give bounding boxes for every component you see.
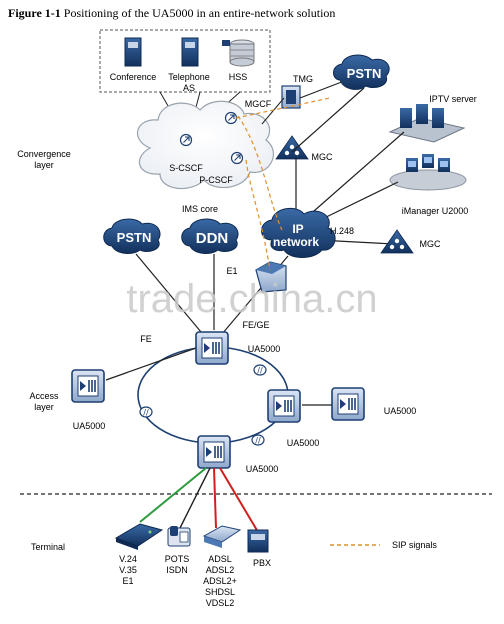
- dslam-label-vdsl2: VDSL2: [206, 598, 235, 608]
- ring-connector-right-bottom: //: [251, 434, 265, 446]
- pstn-top-cloud: [333, 54, 390, 90]
- sip-line-mgcf-ip: [237, 115, 283, 231]
- gateway-device-icon: [255, 261, 287, 293]
- mgc-upper-label: MGC: [312, 152, 333, 162]
- ims-core-label: IMS core: [182, 204, 218, 214]
- link-dslam: [213, 467, 217, 529]
- ims-core-cloud: [136, 100, 275, 190]
- ua5000-bottom-label: UA5000: [246, 464, 279, 474]
- ua5000-main-icon: [195, 331, 229, 365]
- svg-text://: //: [255, 436, 261, 445]
- ddn-label: DDN: [196, 230, 229, 247]
- link-ip-iptv: [305, 131, 405, 219]
- modem-label-v35: V.35: [119, 565, 137, 575]
- imanager-u2000-label: iManager U2000: [402, 206, 469, 216]
- dslam-label-adsl: ADSL: [208, 554, 232, 564]
- link-mgc-pstn: [291, 87, 365, 153]
- modem-label-e1: E1: [122, 576, 133, 586]
- dslam-label-shdsl: SHDSL: [205, 587, 235, 597]
- dslam-label-adsl2plus: ADSL2+: [203, 576, 237, 586]
- telephone-label: Telephone: [168, 72, 210, 82]
- ua5000-ring-right-icon: [267, 389, 301, 423]
- link-pstn-ua5000: [135, 253, 207, 339]
- fe-label: FE: [140, 334, 152, 344]
- ua5000-left-icon: [71, 369, 105, 403]
- mgcf-label: MGCF: [245, 99, 272, 109]
- terminal-label: Terminal: [31, 542, 65, 552]
- link-pbx: [219, 467, 259, 533]
- watermark: trade.china.cn: [126, 277, 377, 321]
- link-ua5000-left: [105, 347, 197, 381]
- modem-label-v24: V.24: [119, 554, 137, 564]
- figure-number: Figure 1-1: [8, 6, 61, 20]
- ua5000-ring-right-label: UA5000: [287, 438, 320, 448]
- e1-label: E1: [226, 266, 237, 276]
- ring-connector-left: //: [139, 406, 153, 418]
- conference-server-icon: [124, 37, 142, 67]
- imanager-u2000-icon: [389, 154, 467, 191]
- convergence-layer-label-line2: layer: [34, 160, 54, 170]
- access-layer-label-line2: layer: [34, 402, 54, 412]
- figure-title: Figure 1-1 Positioning of the UA5000 in …: [8, 6, 335, 21]
- link-mgcf-tmg: [261, 97, 285, 125]
- link-modem: [139, 467, 207, 523]
- ua5000-bottom-icon: [197, 435, 231, 469]
- convergence-layer-label-line1: Convergence: [17, 149, 71, 159]
- phone-icon: [167, 526, 191, 547]
- mgc-upper-icon: [275, 135, 309, 160]
- ring-connector-right-top: //: [253, 364, 267, 376]
- ip-network-label-line2: network: [273, 235, 319, 249]
- telephone-as-server-icon: [181, 37, 199, 67]
- iptv-server-label: IPTV server: [429, 94, 477, 104]
- p-cscf-label: P-CSCF: [199, 175, 233, 185]
- ua5000-far-right-icon: [331, 387, 365, 421]
- ip-network-label-line1: IP: [292, 222, 303, 236]
- ua5000-main-label: UA5000: [248, 344, 281, 354]
- pbx-label: PBX: [253, 558, 271, 568]
- link-phone: [179, 467, 211, 529]
- dslam-terminal-icon: [202, 525, 242, 548]
- access-layer-label-line1: Access: [29, 391, 59, 401]
- phone-label-isdn: ISDN: [166, 565, 188, 575]
- modem-icon: [114, 523, 164, 550]
- mgcf-icon: [224, 111, 238, 125]
- pbx-icon: [247, 529, 269, 553]
- s-cscf-icon: [179, 133, 193, 147]
- pstn-lower-cloud: [103, 218, 161, 254]
- svg-text://: //: [143, 408, 149, 417]
- pstn-top-label: PSTN: [347, 66, 382, 81]
- sip-line-mgcf-mgc: [235, 97, 331, 119]
- figure-caption: Positioning of the UA5000 in an entire-n…: [63, 6, 336, 20]
- mgc-lower-icon: [380, 229, 414, 254]
- legend-sip-label: SIP signals: [392, 540, 437, 550]
- ip-network-cloud: [261, 207, 336, 258]
- phone-label-pots: POTS: [165, 554, 190, 564]
- ua5000-far-right-label: UA5000: [384, 406, 417, 416]
- fe-ge-label: FE/GE: [242, 320, 269, 330]
- as-label: AS: [183, 83, 195, 93]
- h248-label: H.248: [330, 226, 354, 236]
- s-cscf-label: S-CSCF: [169, 163, 203, 173]
- conference-label: Conference: [110, 72, 157, 82]
- pstn-lower-label: PSTN: [117, 230, 152, 245]
- sip-line-pcscf-device: [245, 159, 271, 271]
- iptv-server-icon: [388, 104, 466, 143]
- tmg-icon: [281, 85, 301, 109]
- hss-database-icon: [222, 39, 255, 67]
- dslam-label-adsl2: ADSL2: [206, 565, 235, 575]
- ua5000-left-label: UA5000: [73, 421, 106, 431]
- hss-label: HSS: [229, 72, 248, 82]
- tmg-label: TMG: [293, 74, 313, 84]
- link-ip-imanager: [315, 181, 399, 223]
- p-cscf-icon: [230, 151, 244, 165]
- ddn-cloud: [181, 218, 239, 254]
- mgc-lower-label: MGC: [420, 239, 441, 249]
- svg-text://: //: [257, 366, 263, 375]
